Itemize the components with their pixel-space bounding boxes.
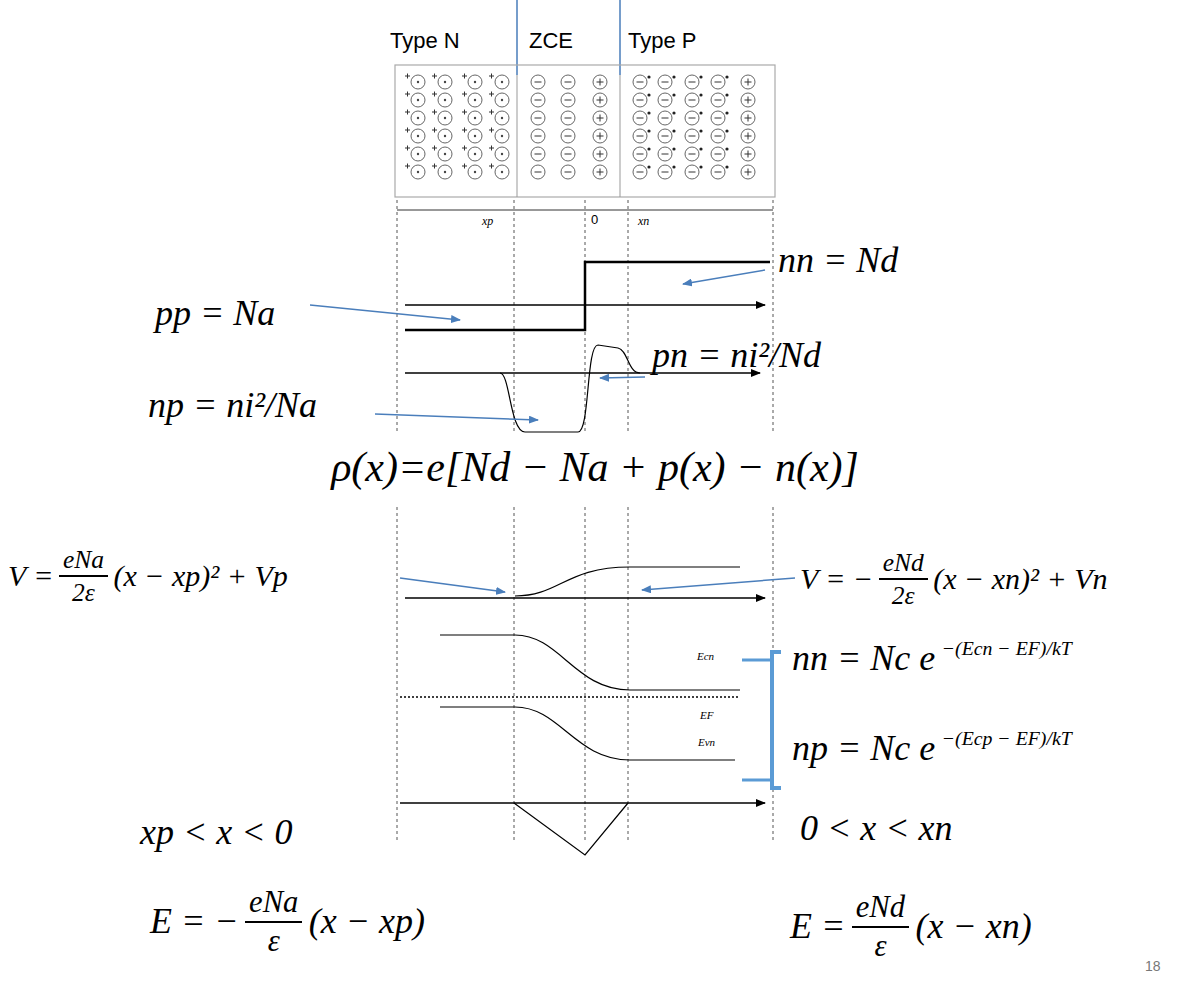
equation-text: (x − xn) bbox=[916, 906, 1032, 947]
fraction: eNd2ε bbox=[879, 548, 928, 611]
equation-text: 2ε bbox=[879, 580, 928, 610]
equation-text: nn = Nd bbox=[778, 240, 898, 281]
equation-text: (x − xn)² + Vn bbox=[933, 562, 1107, 597]
fraction: eNdε bbox=[852, 890, 909, 964]
text-group: xp bbox=[482, 215, 493, 229]
text-group: 0 bbox=[591, 213, 598, 228]
text-group: nn = Nd bbox=[778, 240, 898, 281]
equation-text: ε bbox=[245, 923, 302, 959]
position-label: xp bbox=[482, 215, 493, 229]
text-group: pp = Na bbox=[155, 293, 275, 334]
equation-text: 0 < x < xn bbox=[800, 808, 953, 849]
equation-text: V = − bbox=[800, 562, 873, 597]
energy-level-label: EF bbox=[700, 709, 713, 722]
text-group: xp < x < 0 bbox=[140, 812, 293, 853]
equation-text: E = bbox=[790, 906, 845, 947]
text-group: EF bbox=[700, 709, 713, 722]
text-group: ZCE bbox=[529, 28, 573, 53]
equation-text: (x − xp) bbox=[309, 901, 425, 942]
equation-text: eNa bbox=[245, 885, 302, 923]
region-label: Type N bbox=[390, 28, 460, 53]
equation-text: np = ni²/Na bbox=[148, 385, 317, 426]
text-group: Ecn bbox=[697, 650, 714, 663]
text-group: Type P bbox=[628, 28, 696, 53]
text-group: ρ(x)=e[Nd − Na + p(x) − n(x)] bbox=[331, 443, 859, 491]
equation-text: (x − xp)² + Vp bbox=[113, 559, 287, 594]
text-group: E =eNdε(x − xn) bbox=[790, 890, 1032, 964]
text-group: V = −eNd2ε(x − xn)² + Vn bbox=[800, 548, 1108, 611]
equation-text: −(Ecn − EF)/kT bbox=[942, 637, 1072, 660]
equation-text: np = Nc e bbox=[792, 728, 935, 769]
equation-text: eNa bbox=[59, 545, 108, 577]
equation-text: ρ(x)=e[Nd − Na + p(x) − n(x)] bbox=[331, 443, 859, 491]
page-number: 18 bbox=[1145, 958, 1161, 974]
equation-text: xp < x < 0 bbox=[140, 812, 293, 853]
equation-text: ε bbox=[852, 928, 909, 964]
text-group: E = −eNaε(x − xp) bbox=[150, 885, 425, 959]
text-group: np = ni²/Na bbox=[148, 385, 317, 426]
energy-level-label: Ecn bbox=[697, 650, 714, 663]
text-group: pn = ni²/Nd bbox=[652, 335, 821, 376]
region-label: ZCE bbox=[529, 28, 573, 53]
equation-text: pn = ni²/Nd bbox=[652, 335, 821, 376]
position-label: xn bbox=[638, 215, 649, 229]
energy-level-label: Evn bbox=[698, 736, 715, 749]
fraction: eNaε bbox=[245, 885, 302, 959]
equation-text: 2ε bbox=[59, 577, 108, 607]
text-group: np = Nc e −(Ecp − EF)/kT bbox=[792, 728, 1072, 769]
fraction: eNa2ε bbox=[59, 545, 108, 608]
text-group: Type N bbox=[390, 28, 460, 53]
text-group: 0 < x < xn bbox=[800, 808, 953, 849]
equation-text: pp = Na bbox=[155, 293, 275, 334]
equation-text: E = − bbox=[150, 901, 239, 942]
text-group: nn = Nc e −(Ecn − EF)/kT bbox=[792, 638, 1072, 679]
equation-text: −(Ecp − EF)/kT bbox=[942, 727, 1072, 750]
equation-text: eNd bbox=[852, 890, 909, 928]
equation-text: V = bbox=[8, 559, 54, 594]
position-label: 0 bbox=[591, 213, 598, 228]
equation-text: eNd bbox=[879, 548, 928, 580]
text-group: Evn bbox=[698, 736, 715, 749]
text-group: xn bbox=[638, 215, 649, 229]
text-group: 18 bbox=[1145, 958, 1161, 974]
equation-text: nn = Nc e bbox=[792, 638, 935, 679]
text-group: V =eNa2ε(x − xp)² + Vp bbox=[8, 545, 288, 608]
region-label: Type P bbox=[628, 28, 696, 53]
